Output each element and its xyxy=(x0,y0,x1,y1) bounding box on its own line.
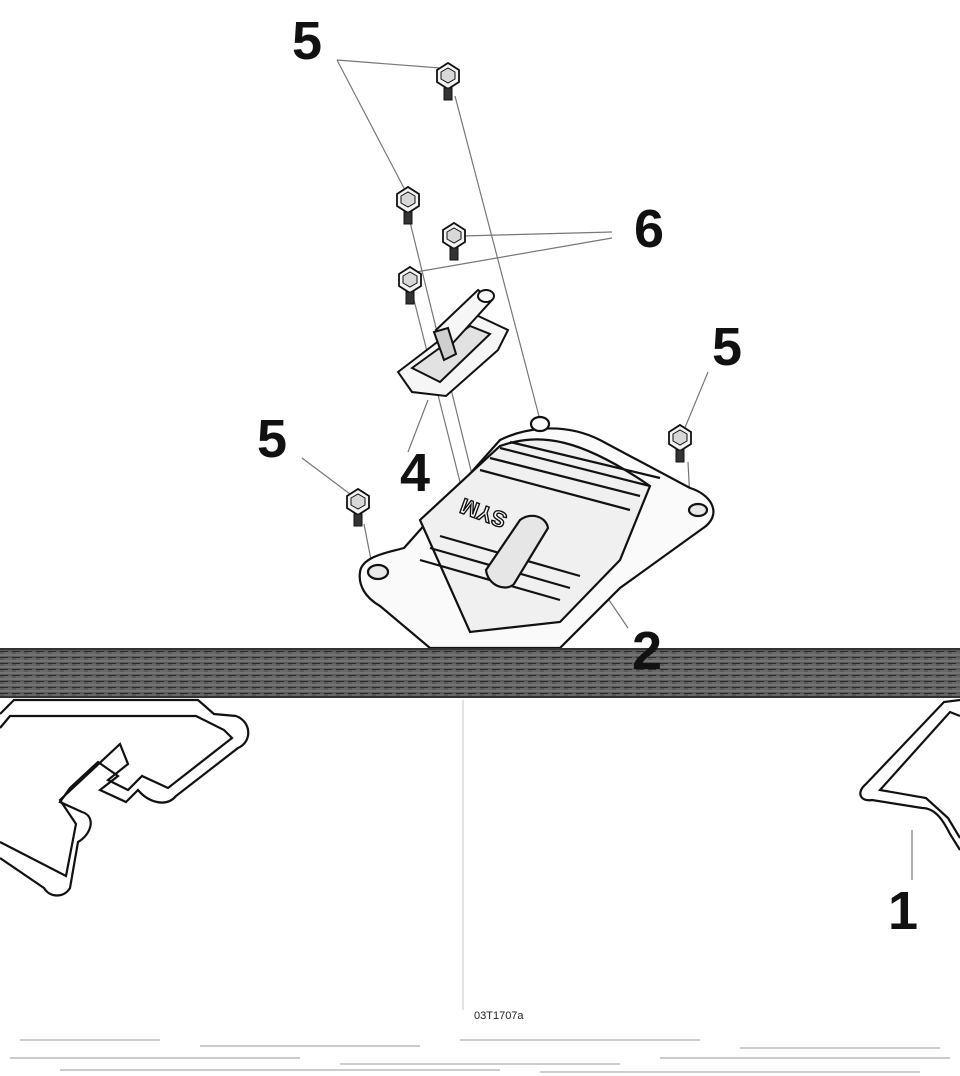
valve-cover xyxy=(358,415,715,650)
callout-5-right: 5 xyxy=(712,317,743,377)
breather-cover xyxy=(396,288,510,398)
scan-noise-bottom xyxy=(10,1039,950,1073)
bolt-icon xyxy=(346,488,370,527)
scan-band xyxy=(0,648,960,698)
gasket-right xyxy=(859,698,960,851)
callout-2: 2 xyxy=(632,624,662,678)
callout-1: 1 xyxy=(888,881,919,941)
bolt-icon xyxy=(398,266,422,305)
gasket-left xyxy=(0,698,250,897)
callout-4: 4 xyxy=(400,443,431,503)
callout-6: 6 xyxy=(634,199,665,259)
bolt-icon xyxy=(396,186,420,225)
bolt-icon xyxy=(436,62,460,101)
reference-code: 03T1707a xyxy=(474,1010,524,1022)
bolt-icon xyxy=(668,424,692,463)
callout-5-top: 5 xyxy=(292,11,323,71)
callout-5-left: 5 xyxy=(257,409,288,469)
bolt-icon xyxy=(442,222,466,261)
